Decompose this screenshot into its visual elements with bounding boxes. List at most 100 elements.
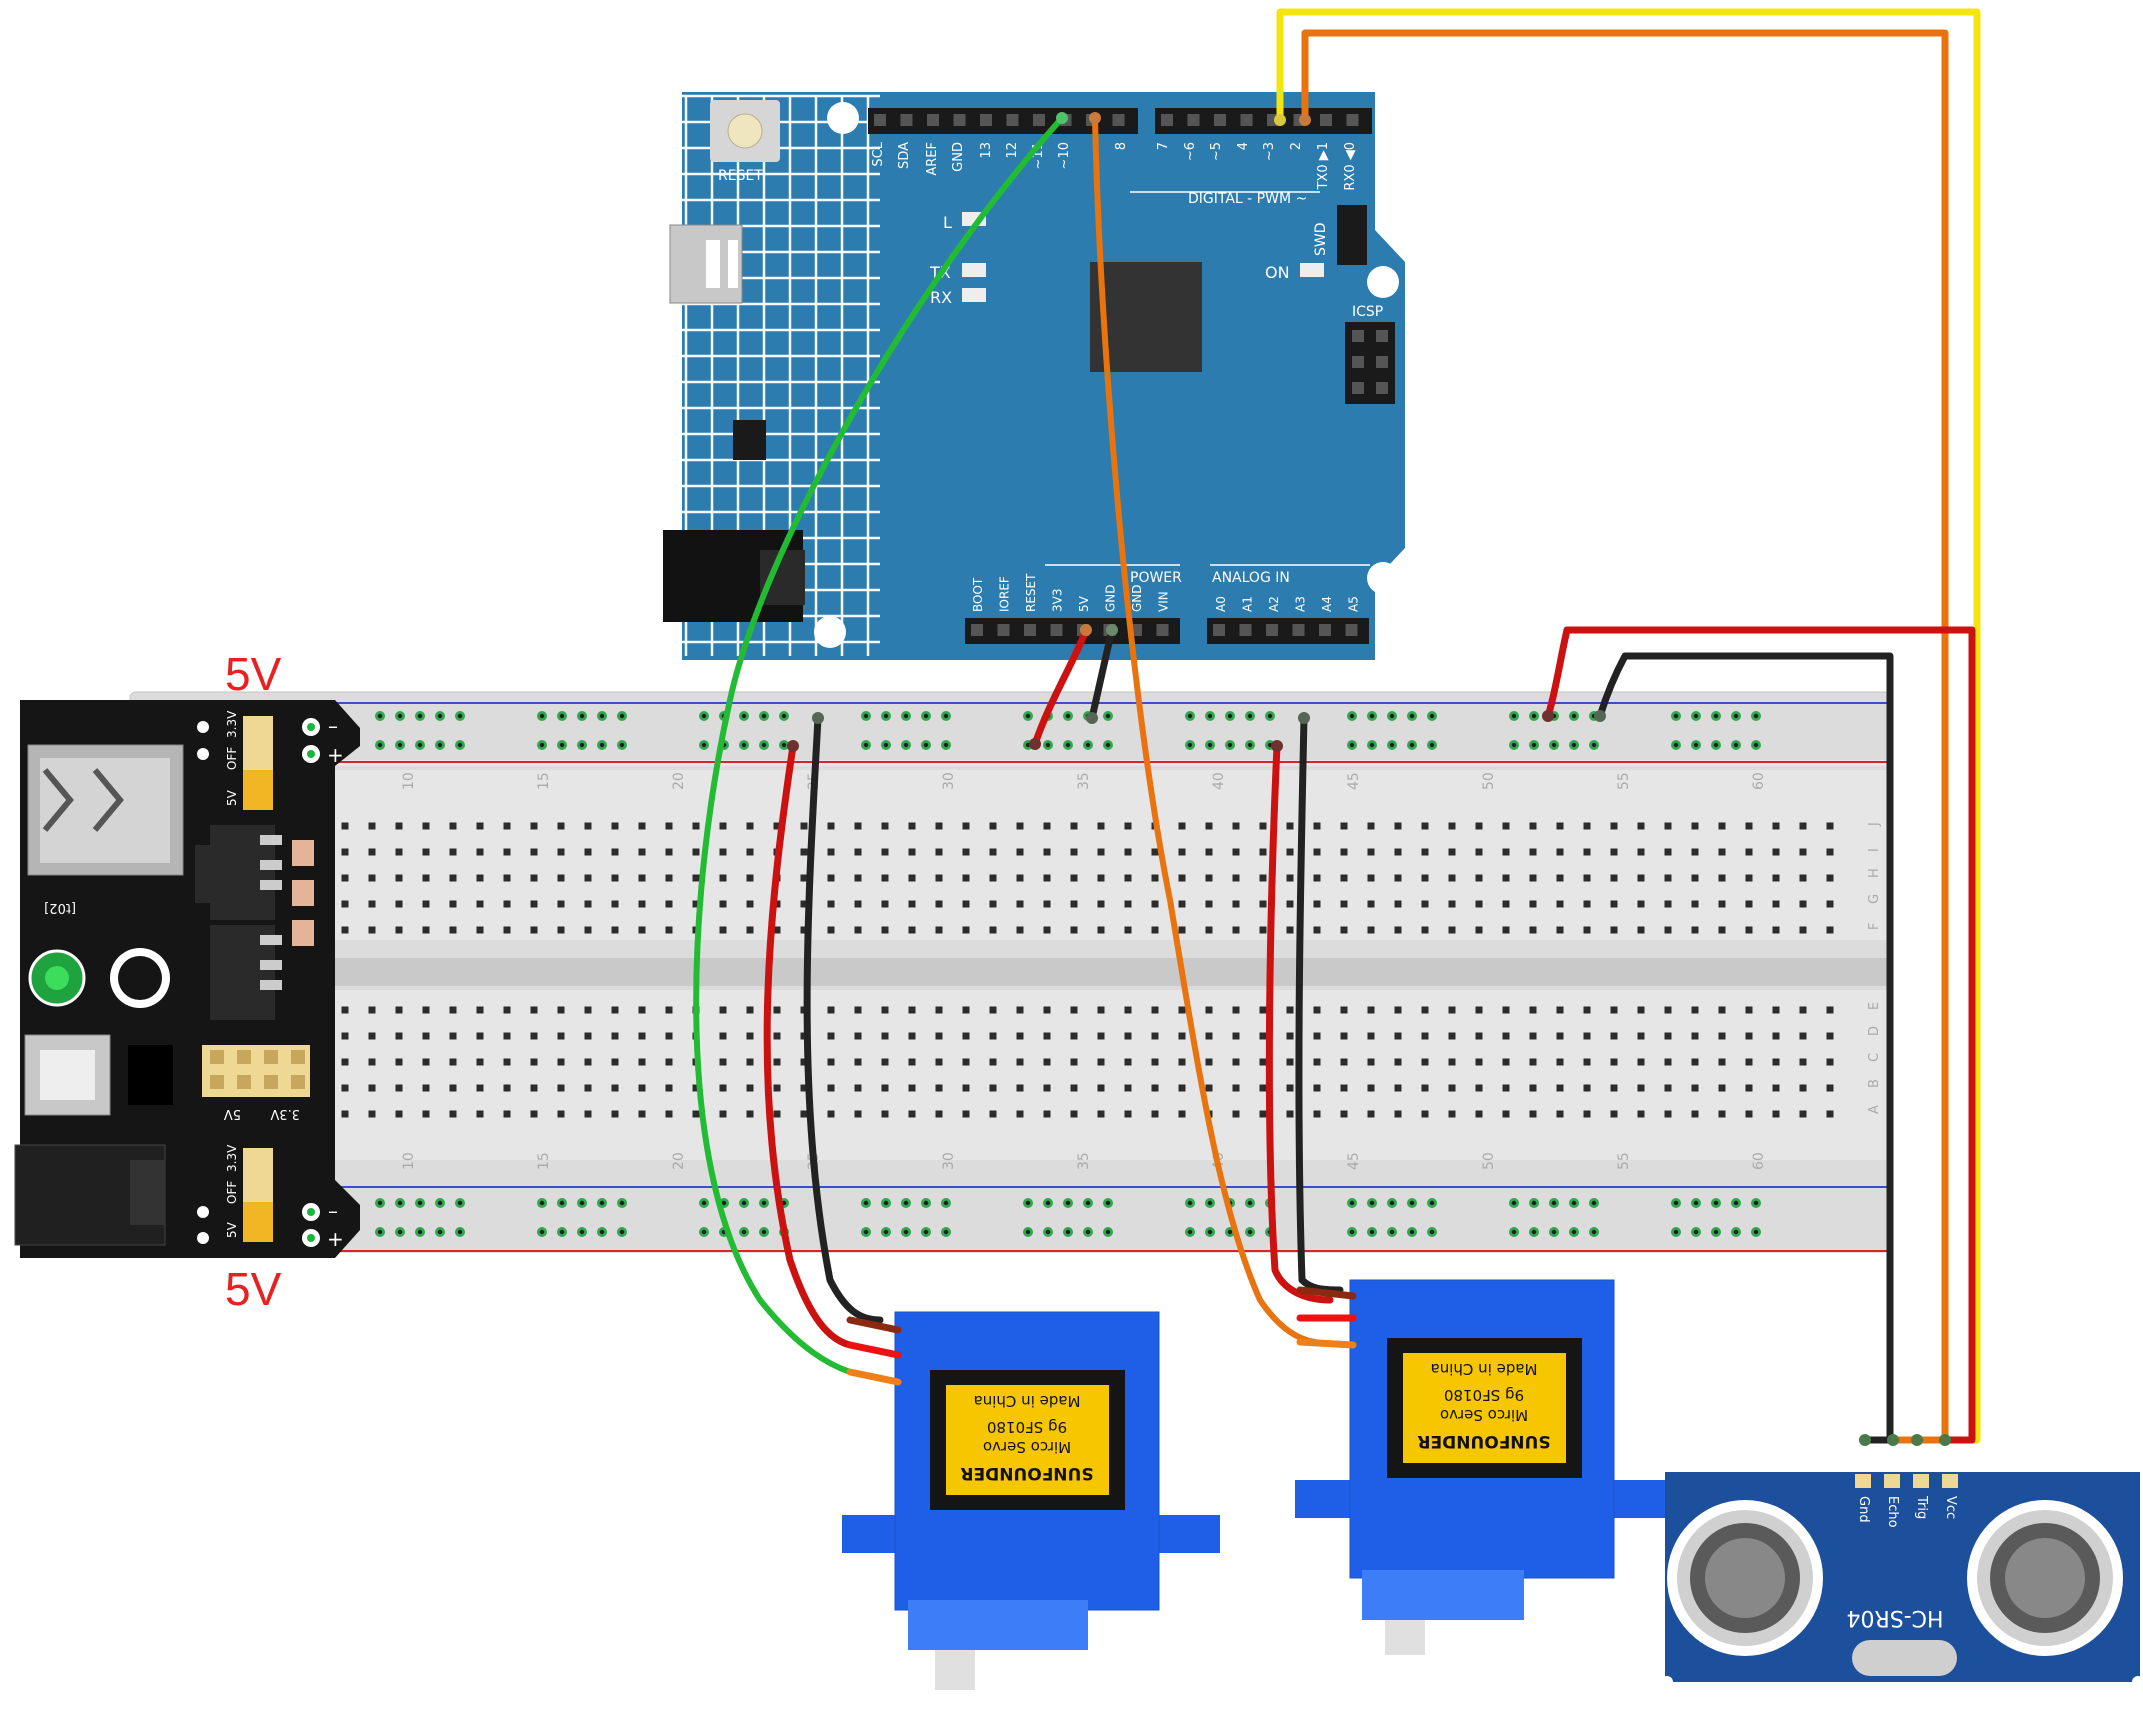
breadboard-hole[interactable] [395,822,403,830]
breadboard-hole[interactable] [638,926,646,934]
breadboard-hole[interactable] [1421,926,1429,934]
breadboard-hole[interactable] [1448,1006,1456,1014]
breadboard-hole[interactable] [557,1006,565,1014]
breadboard-hole[interactable] [1178,874,1186,882]
breadboard-hole[interactable] [1151,1058,1159,1066]
breadboard-hole[interactable] [1259,1084,1267,1092]
breadboard-hole[interactable] [1097,1110,1105,1118]
breadboard-hole[interactable] [962,1058,970,1066]
breadboard-hole[interactable] [1475,1032,1483,1040]
breadboard-hole[interactable] [1799,926,1807,934]
breadboard-hole[interactable] [1286,1084,1294,1092]
breadboard-hole[interactable] [530,1058,538,1066]
breadboard-hole[interactable] [1232,1032,1240,1040]
breadboard-hole[interactable] [1313,822,1321,830]
breadboard-hole[interactable] [1718,1058,1726,1066]
breadboard-hole[interactable] [422,900,430,908]
breadboard-hole[interactable] [611,822,619,830]
breadboard-hole[interactable] [1610,1006,1618,1014]
breadboard-hole[interactable] [1637,1006,1645,1014]
breadboard-hole[interactable] [1610,1032,1618,1040]
breadboard-hole[interactable] [1583,822,1591,830]
breadboard-hole[interactable] [1448,926,1456,934]
breadboard-hole[interactable] [584,900,592,908]
breadboard-hole[interactable] [1097,1084,1105,1092]
breadboard-hole[interactable] [1556,1058,1564,1066]
breadboard-hole[interactable] [557,926,565,934]
breadboard-hole[interactable] [1313,900,1321,908]
breadboard-hole[interactable] [1448,848,1456,856]
breadboard-hole[interactable] [1529,1006,1537,1014]
breadboard-hole[interactable] [746,848,754,856]
breadboard-hole[interactable] [449,848,457,856]
breadboard-hole[interactable] [881,900,889,908]
breadboard-hole[interactable] [1664,1032,1672,1040]
breadboard-hole[interactable] [1529,874,1537,882]
breadboard-hole[interactable] [1583,1032,1591,1040]
breadboard-hole[interactable] [1205,900,1213,908]
breadboard-hole[interactable] [638,1058,646,1066]
breadboard-hole[interactable] [1151,900,1159,908]
breadboard-hole[interactable] [1313,1084,1321,1092]
header-pin[interactable] [1319,624,1331,636]
breadboard-hole[interactable] [1799,1084,1807,1092]
breadboard-hole[interactable] [1286,1058,1294,1066]
breadboard-hole[interactable] [1016,1032,1024,1040]
breadboard-hole[interactable] [989,874,997,882]
breadboard-hole[interactable] [584,874,592,882]
breadboard-hole[interactable] [341,1084,349,1092]
breadboard-hole[interactable] [503,900,511,908]
breadboard-hole[interactable] [1691,926,1699,934]
breadboard-hole[interactable] [719,1084,727,1092]
breadboard-hole[interactable] [935,926,943,934]
breadboard-hole[interactable] [854,1032,862,1040]
breadboard-hole[interactable] [1259,1110,1267,1118]
breadboard-hole[interactable] [422,874,430,882]
breadboard-hole[interactable] [341,1110,349,1118]
breadboard-hole[interactable] [1340,926,1348,934]
breadboard-hole[interactable] [1313,1110,1321,1118]
breadboard-hole[interactable] [962,1006,970,1014]
breadboard-hole[interactable] [476,1058,484,1066]
breadboard-hole[interactable] [1421,1084,1429,1092]
breadboard-hole[interactable] [746,900,754,908]
breadboard-hole[interactable] [638,1110,646,1118]
breadboard-hole[interactable] [395,1058,403,1066]
breadboard-hole[interactable] [1691,848,1699,856]
breadboard-hole[interactable] [665,848,673,856]
breadboard-hole[interactable] [692,1110,700,1118]
breadboard-hole[interactable] [368,1006,376,1014]
breadboard-hole[interactable] [395,1032,403,1040]
header-pin[interactable] [1033,114,1045,126]
breadboard-hole[interactable] [692,1084,700,1092]
breadboard-hole[interactable] [1205,874,1213,882]
breadboard-hole[interactable] [557,822,565,830]
breadboard-hole[interactable] [1475,848,1483,856]
breadboard-hole[interactable] [1529,1058,1537,1066]
breadboard-hole[interactable] [503,1110,511,1118]
breadboard-hole[interactable] [1340,1084,1348,1092]
breadboard-hole[interactable] [1799,1110,1807,1118]
breadboard-hole[interactable] [1178,1084,1186,1092]
breadboard-hole[interactable] [692,874,700,882]
breadboard-hole[interactable] [746,1058,754,1066]
breadboard-hole[interactable] [827,926,835,934]
breadboard-hole[interactable] [827,1058,835,1066]
breadboard-hole[interactable] [557,1084,565,1092]
breadboard-hole[interactable] [962,874,970,882]
breadboard-hole[interactable] [638,822,646,830]
breadboard-hole[interactable] [1745,822,1753,830]
breadboard-hole[interactable] [1340,1032,1348,1040]
breadboard-hole[interactable] [530,926,538,934]
breadboard-hole[interactable] [665,822,673,830]
breadboard-hole[interactable] [584,1006,592,1014]
breadboard-hole[interactable] [1259,874,1267,882]
breadboard-hole[interactable] [1394,1032,1402,1040]
breadboard-hole[interactable] [1367,1110,1375,1118]
breadboard-hole[interactable] [1124,1032,1132,1040]
header-pin[interactable] [874,114,886,126]
breadboard-hole[interactable] [1502,1084,1510,1092]
breadboard-hole[interactable] [1394,1058,1402,1066]
breadboard-hole[interactable] [1502,848,1510,856]
breadboard-hole[interactable] [773,1032,781,1040]
